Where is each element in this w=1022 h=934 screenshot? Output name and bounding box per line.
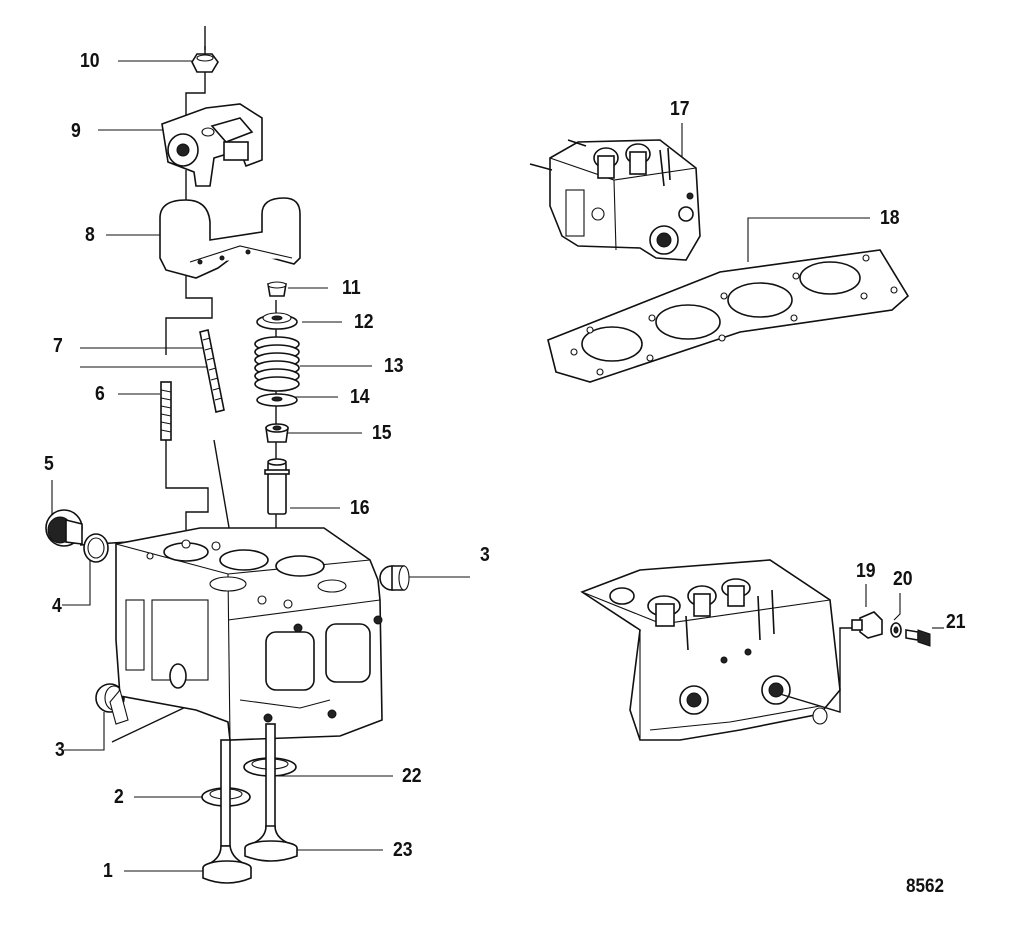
callout-23: 23 xyxy=(393,839,413,861)
callout-7: 7 xyxy=(53,335,63,357)
callout-10: 10 xyxy=(80,50,100,72)
callout-15: 15 xyxy=(372,422,392,444)
part-21-fitting xyxy=(905,629,931,647)
callout-20: 20 xyxy=(893,568,913,590)
callout-13: 13 xyxy=(384,355,404,377)
callout-22: 22 xyxy=(402,765,422,787)
part-1-intake-valve xyxy=(202,739,252,884)
figure-number: 8562 xyxy=(906,876,945,897)
callout-17: 17 xyxy=(670,98,690,120)
callout-8: 8 xyxy=(85,224,95,246)
callout-3-left: 3 xyxy=(55,739,65,761)
callout-6: 6 xyxy=(95,383,105,405)
part-6-short-stud xyxy=(160,381,172,441)
callout-19: 19 xyxy=(856,560,876,582)
part-16-valve-guide xyxy=(264,458,290,515)
callout-16: 16 xyxy=(350,497,370,519)
callout-4: 4 xyxy=(52,595,62,617)
callout-1: 1 xyxy=(103,860,113,882)
part-5-plug xyxy=(45,509,83,547)
cylinder-head-main xyxy=(109,527,383,741)
part-15-valve-seal xyxy=(265,423,289,443)
part-23-exhaust-valve xyxy=(244,723,298,862)
part-3-plug-right xyxy=(379,565,410,591)
part-8-deflector xyxy=(159,197,301,279)
callout-18: 18 xyxy=(880,207,900,229)
part-11-keeper xyxy=(267,281,287,297)
part-13-valve-spring xyxy=(254,336,300,392)
callout-5: 5 xyxy=(44,453,54,475)
part-19-sensor xyxy=(851,611,883,639)
part-18-head-gasket xyxy=(547,249,910,383)
part-4-o-ring xyxy=(83,533,109,563)
part-10-nut xyxy=(191,53,219,73)
callout-11: 11 xyxy=(342,277,361,299)
callout-12: 12 xyxy=(354,311,374,333)
part-20-washer xyxy=(890,622,902,638)
part-7-long-stud xyxy=(199,329,225,413)
part-9-rocker-assembly xyxy=(161,103,263,187)
leader-lines xyxy=(51,60,944,872)
part-14-spring-seat xyxy=(256,393,298,407)
callout-14: 14 xyxy=(350,386,370,408)
callout-21: 21 xyxy=(946,611,966,633)
callout-9: 9 xyxy=(71,120,81,142)
part-12-spring-retainer xyxy=(256,312,298,330)
callout-3-right: 3 xyxy=(480,544,490,566)
callout-2: 2 xyxy=(114,786,124,808)
head-assembly-lower xyxy=(580,559,862,741)
part-17-head-assembly xyxy=(529,139,701,261)
